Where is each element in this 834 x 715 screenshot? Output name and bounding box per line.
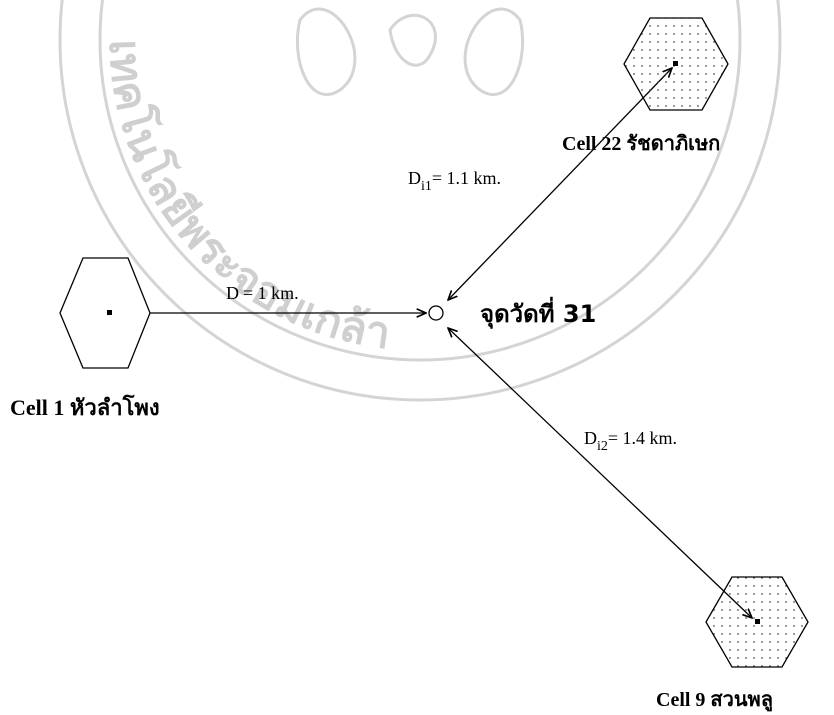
link-di1-label: Di1= 1.1 km. (408, 168, 501, 194)
cell-9-site-marker (755, 619, 760, 624)
cell-22-label: Cell 22 รัชดาภิเษก (562, 133, 720, 155)
link-di1-subscript: i1 (421, 179, 432, 194)
cell-22-hexagon (623, 17, 729, 111)
link-d-label: D= 1 km. (226, 283, 299, 303)
link-di2-label: Di2= 1.4 km. (584, 428, 677, 454)
link-di2-value: = 1.4 km. (608, 428, 677, 448)
link-d-value: = 1 km. (243, 283, 299, 303)
link-di1-value: = 1.1 km. (432, 168, 501, 188)
measurement-point-label: จุดวัดที่ 31 (480, 296, 596, 330)
link-di2-line (448, 328, 752, 618)
cell-1-site-marker (107, 310, 112, 315)
link-di2-subscript: i2 (597, 439, 608, 454)
measurement-point-marker (428, 305, 444, 321)
cell-1-hexagon (59, 257, 151, 369)
link-di2-symbol: D (584, 428, 597, 448)
link-d-symbol: D (226, 283, 239, 303)
link-di1-symbol: D (408, 168, 421, 188)
link-di1-line (448, 68, 672, 300)
cell-1-label: Cell 1 หัวลำโพง (10, 394, 160, 420)
cell-22-site-marker (673, 61, 678, 66)
cell-9-hexagon (705, 576, 809, 668)
cell-9-label: Cell 9 สวนพลู (656, 689, 773, 713)
